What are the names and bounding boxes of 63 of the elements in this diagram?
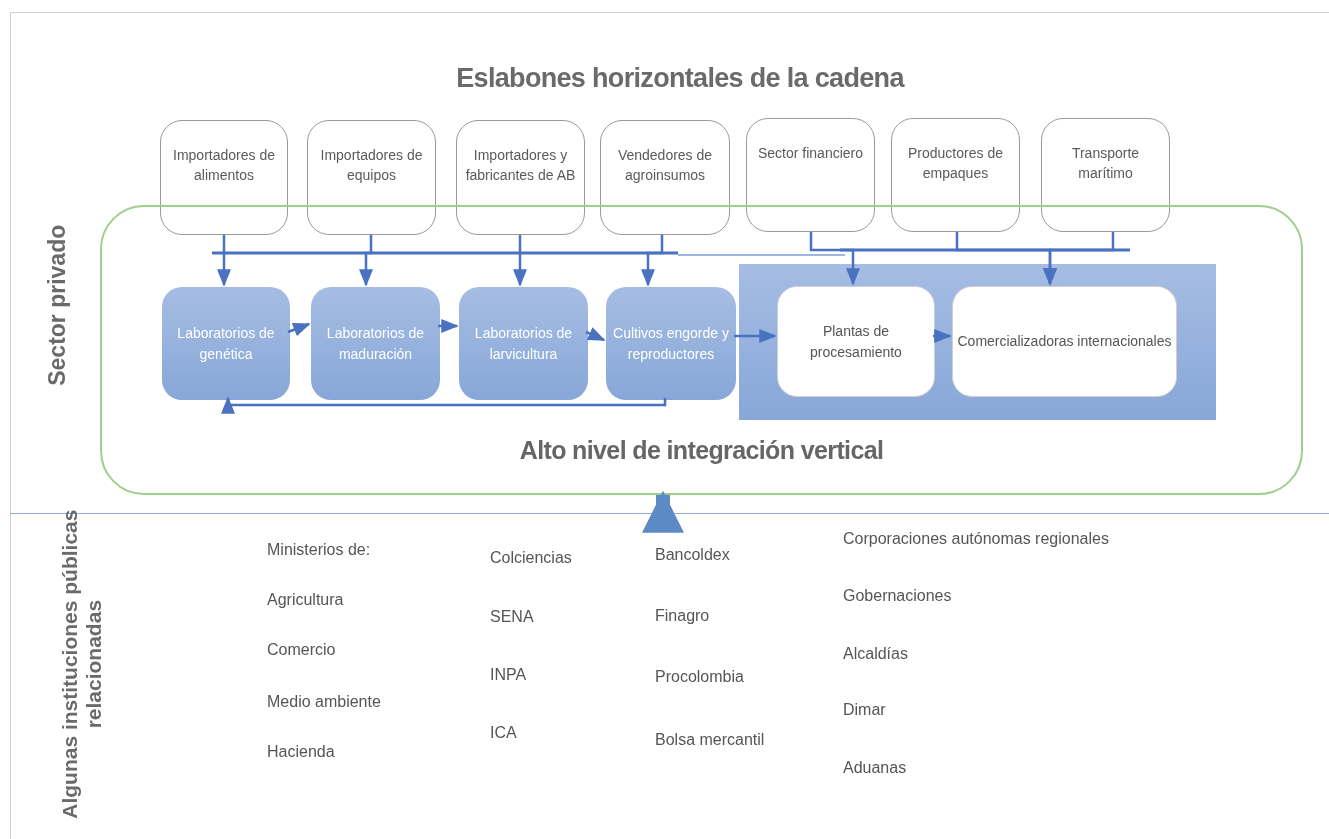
node-label: Laboratorios de maduración <box>325 324 426 364</box>
arrow <box>217 235 231 287</box>
institution-label: Medio ambiente <box>267 692 381 712</box>
actor-box <box>1041 118 1170 232</box>
institution-label: Finagro <box>655 606 710 626</box>
actor-box <box>600 120 730 235</box>
panel-heading: Alto nivel de integración vertical <box>519 434 884 466</box>
arrow <box>734 329 777 343</box>
arrow <box>1043 232 1115 286</box>
institution-label: SENA <box>490 607 534 627</box>
node-label: Cultivos engorde y reproductores <box>612 324 730 364</box>
institution-label: INPA <box>490 665 527 685</box>
node-label: Importadores de equipos <box>319 146 424 186</box>
node-label: Transporte marítimo <box>1070 144 1141 184</box>
actor-box <box>160 120 288 235</box>
institution-label: Bancoldex <box>655 545 730 565</box>
stage-box <box>777 286 935 397</box>
actor-box <box>891 118 1020 232</box>
institution-label: Hacienda <box>267 742 335 762</box>
node-label: Vendedores de agroinsumos <box>616 146 714 186</box>
node-label: Productores de empaques <box>907 144 1004 184</box>
actor-box <box>456 120 585 235</box>
actor-box <box>307 120 436 235</box>
arrow <box>585 327 606 342</box>
node-label: Sector financiero <box>756 144 865 163</box>
institution-label: Colciencias <box>490 548 572 568</box>
integration-band <box>739 264 1216 420</box>
node-label: Comercializadoras internacionales <box>956 332 1173 352</box>
institution-label: Alcaldías <box>843 644 908 664</box>
node-label: Laboratorios de genética <box>176 324 276 364</box>
node-label: Plantas de procesamiento <box>809 322 903 362</box>
arrow <box>438 319 459 333</box>
arrow <box>809 232 860 286</box>
arrow <box>221 396 667 414</box>
arrow <box>513 235 527 287</box>
side-heading: Algunas instituciones públicas relacionadas <box>57 508 106 821</box>
institution-label: Procolombia <box>655 667 744 687</box>
institution-label: ICA <box>490 723 517 743</box>
diagram-title: Eslabones horizontales de la cadena <box>455 62 906 95</box>
node-label: Importadores de alimentos <box>172 146 276 186</box>
institution-label: Dimar <box>843 700 886 720</box>
arrow <box>933 329 952 343</box>
arrow <box>287 322 311 337</box>
institution-label: Agricultura <box>267 590 344 610</box>
side-heading: Sector privado <box>42 223 71 388</box>
stage-box <box>606 287 736 400</box>
node-label: Laboratorios de larvicultura <box>473 324 574 364</box>
institution-label: Aduanas <box>843 758 907 778</box>
arrow <box>359 235 373 287</box>
node-label: Importadores y fabricantes de AB <box>464 146 577 186</box>
stage-box <box>311 287 440 400</box>
private-sector-panel <box>100 205 1303 495</box>
stage-box <box>952 286 1177 397</box>
institution-label: Bolsa mercantil <box>655 730 765 750</box>
arrow <box>641 235 664 287</box>
institution-label: Comercio <box>267 640 336 660</box>
institution-label: Ministerios de: <box>267 540 371 560</box>
stage-box <box>459 287 588 400</box>
actor-box <box>746 118 875 232</box>
institution-label: Gobernaciones <box>843 586 952 606</box>
stage-box <box>162 287 290 400</box>
institution-label: Corporaciones autónomas regionales <box>843 529 1109 549</box>
block-arrow <box>642 490 684 533</box>
